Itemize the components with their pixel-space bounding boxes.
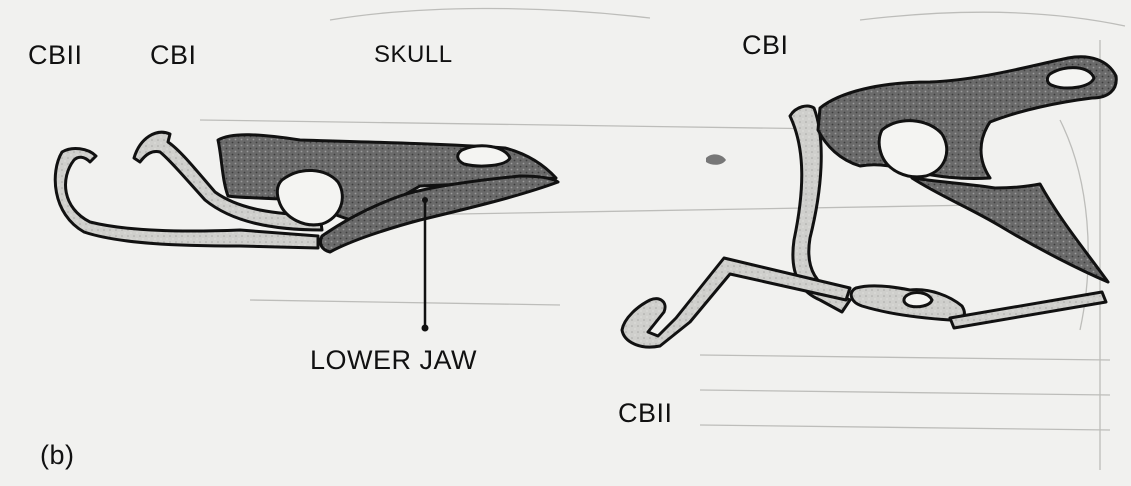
- ink-blot: [706, 154, 726, 164]
- label-lower-jaw: LOWER JAW: [310, 345, 477, 376]
- right-skull-fenestra: [1047, 68, 1094, 88]
- right-lower-jaw: [912, 178, 1108, 282]
- label-right-cbi: CBI: [742, 30, 789, 61]
- label-panel: (b): [40, 440, 75, 471]
- right-jaw-joint: [879, 121, 947, 177]
- right-cbii-cartilage: [622, 258, 850, 347]
- lower-jaw-pointer-dot: [422, 325, 429, 332]
- lower-jaw-pointer-origin: [422, 197, 428, 203]
- left-skull-fenestra: [458, 146, 510, 166]
- label-left-cbii: CBII: [28, 40, 83, 71]
- right-ceratohyal-node: [904, 293, 932, 307]
- right-tail-rod: [950, 292, 1106, 328]
- label-left-cbi: CBI: [150, 40, 197, 71]
- label-right-cbii: CBII: [618, 398, 673, 429]
- right-skeleton: [622, 57, 1116, 347]
- label-skull: SKULL: [374, 41, 453, 69]
- left-skeleton: [55, 132, 558, 331]
